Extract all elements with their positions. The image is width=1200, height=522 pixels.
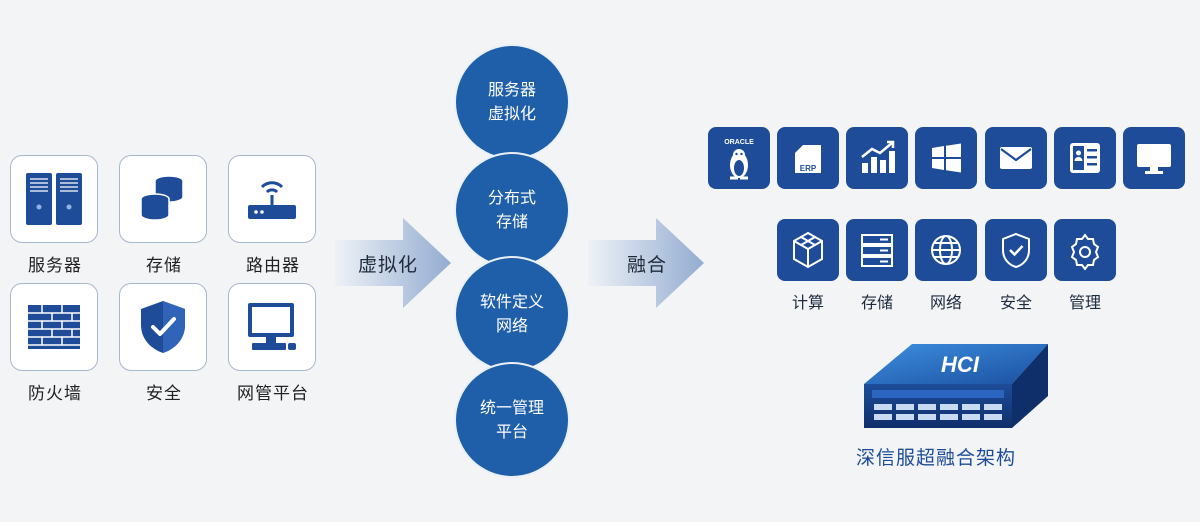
oracle-text: ORACLE	[724, 139, 754, 146]
device-nms: 网管平台	[228, 283, 318, 404]
circle-server-virtualization: 服务器虚拟化	[456, 46, 568, 158]
convergence-arrow-label: 融合	[627, 254, 668, 276]
app-tile-mail	[985, 127, 1047, 189]
device-label: 服务器	[28, 256, 82, 276]
circle-line: 软件定义	[479, 292, 544, 311]
service-label: 计算	[791, 293, 824, 312]
hci-appliance: HCI	[864, 344, 1048, 428]
erp-text: ERP	[800, 164, 817, 173]
device-security: 安全	[119, 283, 209, 404]
convergence-arrow	[588, 218, 704, 308]
chart-icon	[861, 140, 895, 173]
virtualization-arrow-label: 虚拟化	[358, 254, 419, 276]
circle-line: 网络	[495, 316, 528, 335]
device-storage: 存储	[119, 155, 209, 276]
service-label: 管理	[1068, 293, 1101, 312]
desktop-icon	[1137, 144, 1171, 174]
router-icon	[248, 181, 296, 219]
device-label: 安全	[146, 384, 182, 404]
circle-sdn: 软件定义网络	[456, 258, 568, 370]
device-label: 路由器	[246, 256, 300, 276]
app-tile-erp: ERP	[777, 127, 839, 189]
compute-icon	[793, 231, 823, 269]
device-firewall: 防火墙	[10, 283, 100, 404]
server-icon	[26, 173, 82, 225]
windows-icon	[932, 143, 961, 173]
erp-icon: ERP	[795, 145, 821, 173]
circle-line: 统一管理	[479, 398, 544, 417]
service-tile-network	[915, 219, 977, 281]
app-tile-contacts	[1054, 127, 1116, 189]
circle-unified-management: 统一管理平台	[456, 364, 568, 476]
mail-icon	[1000, 147, 1032, 169]
app-tile-oracle: ORACLE	[708, 127, 770, 189]
circle-line: 平台	[495, 422, 528, 441]
oracle-linux-icon: ORACLE	[724, 139, 754, 180]
device-label: 网管平台	[237, 384, 309, 404]
database-icon	[140, 175, 184, 221]
storage-icon	[861, 234, 893, 267]
circle-distributed-storage: 分布式存储	[456, 154, 568, 266]
firewall-icon	[28, 305, 80, 349]
shield-check-icon	[141, 301, 185, 353]
service-tile-security	[985, 219, 1047, 281]
service-tile-storage	[846, 219, 908, 281]
hci-badge: HCI	[941, 352, 980, 377]
hci-caption: 深信服超融合架构	[856, 447, 1017, 469]
circle-line: 虚拟化	[487, 104, 536, 123]
service-tile-compute	[777, 219, 839, 281]
service-label: 网络	[929, 293, 962, 312]
globe-icon	[931, 235, 961, 265]
service-label: 安全	[999, 293, 1032, 312]
device-server: 服务器	[10, 155, 100, 276]
service-tile-management	[1054, 219, 1116, 281]
circle-line: 服务器	[487, 80, 536, 99]
circle-line: 分布式	[487, 188, 536, 207]
app-tile-desktop	[1123, 127, 1185, 189]
contacts-icon	[1070, 143, 1100, 173]
app-tile-windows	[915, 127, 977, 189]
device-router: 路由器	[228, 155, 318, 276]
shield-icon	[1002, 232, 1030, 269]
gear-icon	[1070, 233, 1100, 271]
service-label: 存储	[860, 293, 893, 312]
virtualization-arrow	[335, 218, 451, 308]
device-label: 防火墙	[28, 384, 82, 404]
app-tile-chart	[846, 127, 908, 189]
monitor-icon	[248, 303, 296, 350]
device-label: 存储	[146, 256, 182, 276]
circle-line: 存储	[495, 212, 528, 231]
